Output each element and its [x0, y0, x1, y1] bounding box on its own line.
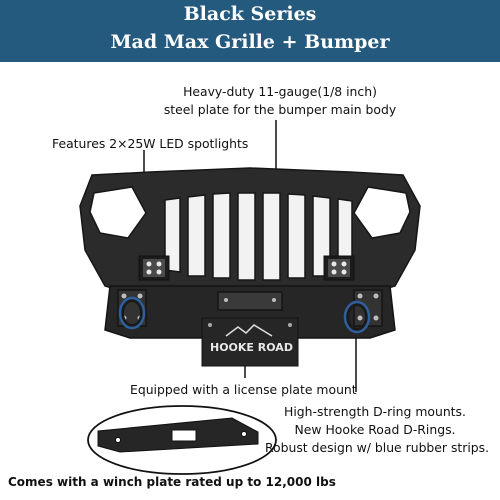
winch-plate-frame — [87, 405, 277, 475]
license-callout: Equipped with a license plate mount — [130, 382, 357, 397]
steel-line-1: Heavy-duty 11-gauge(1/8 inch) — [183, 84, 377, 99]
led-callout: Features 2×25W LED spotlights — [52, 136, 249, 151]
license-plate-text: HOOKE ROAD — [210, 341, 293, 354]
title-banner: Black Series Mad Max Grille + Bumper — [0, 0, 500, 62]
steel-line-2: steel plate for the bumper main body — [163, 102, 397, 117]
d-ring-left — [118, 296, 146, 330]
d-ring-right — [343, 300, 371, 334]
banner-line-2: Mad Max Grille + Bumper — [110, 31, 390, 53]
led-spotlight-left — [138, 255, 170, 281]
winch-callout: Comes with a winch plate rated up to 12,… — [8, 475, 336, 489]
led-spotlight-right — [323, 255, 355, 281]
license-plate-mount — [201, 317, 299, 367]
dring-line-1: High-strength D-ring mounts. — [284, 404, 466, 419]
steel-callout: Heavy-duty 11-gauge(1/8 inch) steel plat… — [130, 83, 430, 119]
grille — [79, 167, 421, 297]
banner-line-1: Black Series — [183, 3, 317, 25]
dring-callout: High-strength D-ring mounts. New Hooke R… — [265, 403, 490, 457]
dring-line-2: New Hooke Road D-Rings. — [294, 422, 456, 437]
dring-line-3: Robust design w/ blue rubber strips. — [265, 440, 490, 455]
winch-plate — [97, 417, 259, 453]
